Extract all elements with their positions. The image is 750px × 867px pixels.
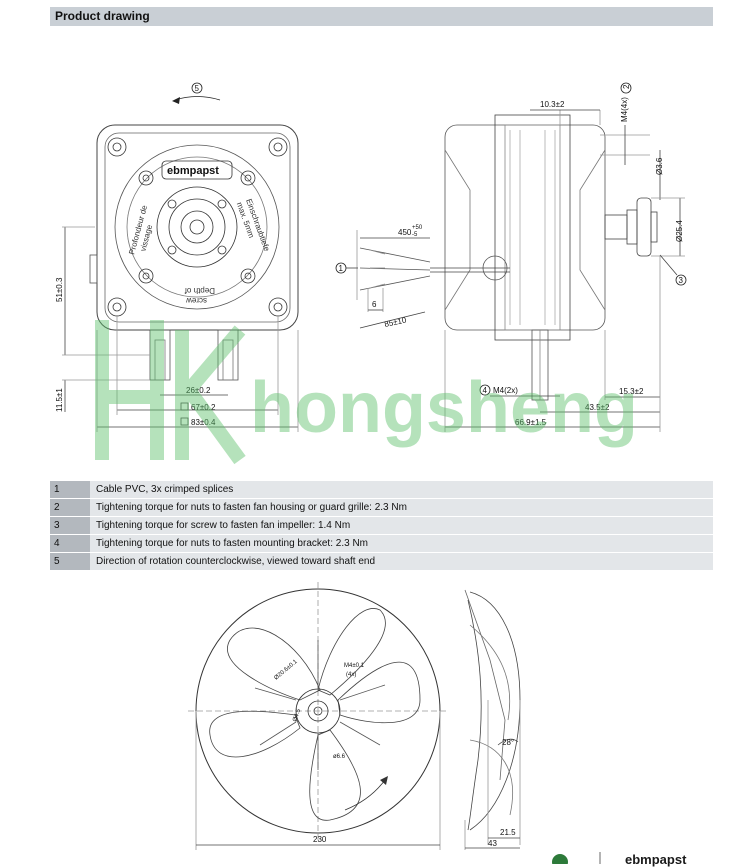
dim-450-tol-low: -5 [412, 232, 418, 238]
legend-text: Direction of rotation counterclockwise, … [96, 556, 376, 567]
impeller-front-view: M4±0.1 (4x) Ø20.6±0.1 Ø4.5 ø6.6 230 [188, 582, 448, 850]
marker-3: 3 [679, 276, 684, 285]
section-title: Product drawing [55, 9, 150, 23]
text-en: Depth of [184, 286, 215, 295]
direction-marker: 5 [195, 84, 200, 93]
legend-num: 4 [54, 538, 60, 549]
legend-num: 3 [54, 520, 60, 531]
footer-logo-icon [552, 854, 568, 864]
legend-table: 1 Cable PVC, 3x crimped splices 2 Tighte… [50, 481, 713, 571]
dim-66-9: 66.9±1.5 [515, 418, 547, 427]
imp-dim-43: 43 [488, 839, 497, 848]
dim-15-3: 15.3±2 [619, 387, 644, 396]
imp-dim-d20-6: Ø20.6±0.1 [273, 659, 299, 682]
imp-dim-4x: (4x) [346, 672, 356, 678]
dim-d25-4: Ø25.4 [675, 220, 684, 242]
legend-row: 1 Cable PVC, 3x crimped splices [50, 481, 713, 499]
dim-450: 450 [398, 228, 412, 237]
dim-450-tol-up: +50 [412, 225, 423, 231]
dim-d3-6: Ø3.6 [655, 157, 664, 175]
dim-10-3: 10.3±2 [540, 100, 565, 109]
legend-row: 2 Tightening torque for nuts to fasten f… [50, 499, 713, 517]
legend-row: 3 Tightening torque for screw to fasten … [50, 517, 713, 535]
marker-1: 1 [339, 264, 344, 273]
imp-dim-d4-5: Ø4.5 [292, 708, 302, 723]
footer-brand: ebmpapst [625, 852, 687, 867]
legend-row: 4 Tightening torque for nuts to fasten m… [50, 535, 713, 553]
impeller-side-view: 21.5 43 28° [464, 589, 521, 850]
legend-text: Tightening torque for screw to fasten fa… [96, 520, 351, 531]
legend-row: 5 Direction of rotation counterclockwise… [50, 553, 713, 571]
dim-67: 67±0.2 [191, 403, 216, 412]
marker-2: 2 [622, 84, 631, 89]
watermark-logo: hongsheng [95, 320, 638, 465]
legend-text: Tightening torque for nuts to fasten fan… [96, 502, 407, 513]
dim-26: 26±0.2 [186, 386, 211, 395]
label-m4-4x: M4(4x) [620, 97, 629, 122]
imp-dim-230: 230 [313, 835, 327, 844]
dim-43-5: 43.5±2 [585, 403, 610, 412]
imp-dim-21-5: 21.5 [500, 828, 516, 837]
brand-label: ebmpapst [167, 165, 219, 177]
watermark-text: hongsheng [250, 368, 638, 448]
dim-base: 11.5±1 [55, 388, 64, 412]
imp-dim-28: 28° [502, 738, 514, 747]
text-en-2: screw [186, 296, 207, 305]
label-m4-2x: M4(2x) [493, 386, 518, 395]
legend-num: 5 [54, 556, 60, 567]
section-header: Product drawing [50, 7, 713, 26]
legend-num: 2 [54, 502, 60, 513]
dim-height: 51±0.3 [55, 277, 64, 302]
legend-text: Cable PVC, 3x crimped splices [96, 484, 234, 495]
imp-dim-d6-6: ø6.6 [333, 754, 346, 760]
legend-text: Tightening torque for nuts to fasten mou… [96, 538, 369, 549]
imp-dim-m4: M4±0.1 [344, 663, 365, 669]
marker-4: 4 [483, 386, 488, 395]
legend-num: 1 [54, 484, 60, 495]
side-view: 10.3±2 M4(4x) 2 Ø3.6 Ø25.4 3 [335, 82, 687, 432]
dim-6: 6 [372, 300, 377, 309]
dim-83: 83±0.4 [191, 418, 216, 427]
